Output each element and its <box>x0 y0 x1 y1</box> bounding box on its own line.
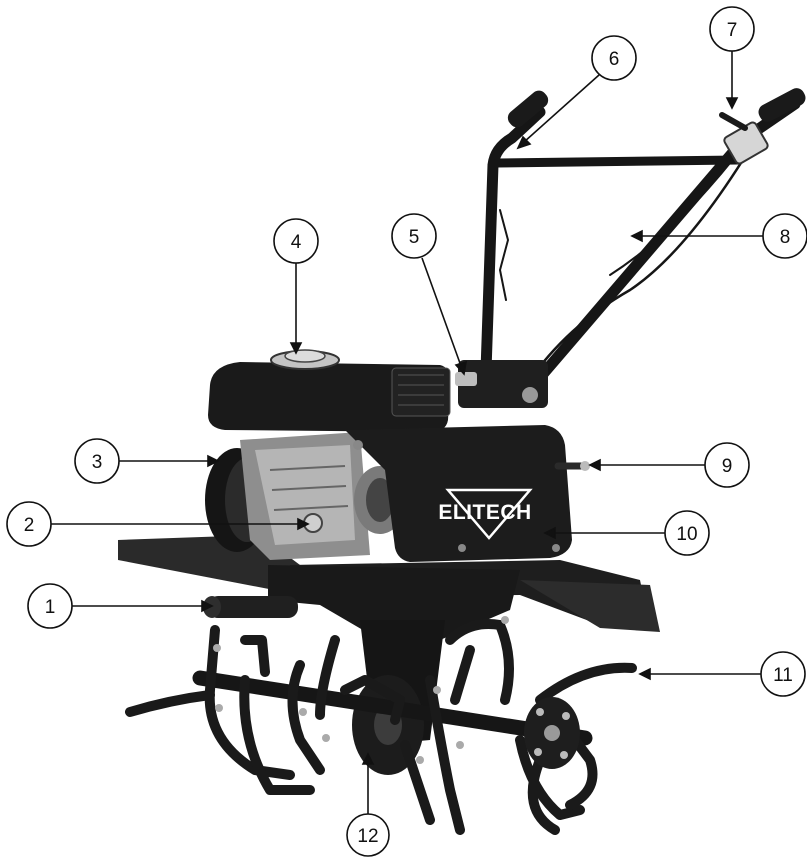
callout-2: 2 <box>6 501 52 547</box>
transport-handle <box>203 596 298 618</box>
tiller-shaft <box>192 670 593 746</box>
callout-number: 8 <box>780 227 791 248</box>
brand-logo: ELITECH <box>438 488 533 540</box>
tines <box>125 619 637 835</box>
flange-plate <box>524 697 580 769</box>
callout-number: 11 <box>773 665 793 686</box>
callout-7: 7 <box>709 6 755 52</box>
callout-number: 6 <box>609 49 620 70</box>
gear-knob <box>554 461 590 471</box>
callout-10: 10 <box>664 510 710 556</box>
callout-number: 1 <box>45 597 56 618</box>
callout-1: 1 <box>27 583 73 629</box>
callout-11: 11 <box>760 651 806 697</box>
callout-8: 8 <box>762 213 807 259</box>
engine <box>205 349 451 560</box>
callout-3: 3 <box>74 438 120 484</box>
throttle-lever <box>719 112 769 165</box>
callout-9: 9 <box>704 442 750 488</box>
callout-lines <box>51 51 763 815</box>
callout-number: 5 <box>409 227 420 248</box>
callout-12: 12 <box>346 813 390 857</box>
transmission-cover <box>345 425 572 562</box>
callout-6: 6 <box>591 35 637 81</box>
callout-4: 4 <box>273 218 319 264</box>
callout-number: 7 <box>727 20 738 41</box>
callout-5: 5 <box>391 213 437 259</box>
handle-grip-right <box>758 88 806 122</box>
callout-number: 12 <box>357 826 378 847</box>
callout-number: 9 <box>722 456 733 477</box>
handlebar-clamp <box>455 360 548 408</box>
tine-bolts <box>213 616 509 764</box>
brand-name: ELITECH <box>438 501 531 524</box>
callout-number: 3 <box>92 452 103 473</box>
callout-number: 4 <box>291 232 302 253</box>
handle-grip-left <box>507 90 549 128</box>
callout-number: 10 <box>676 524 697 545</box>
callout-number: 2 <box>24 515 35 536</box>
